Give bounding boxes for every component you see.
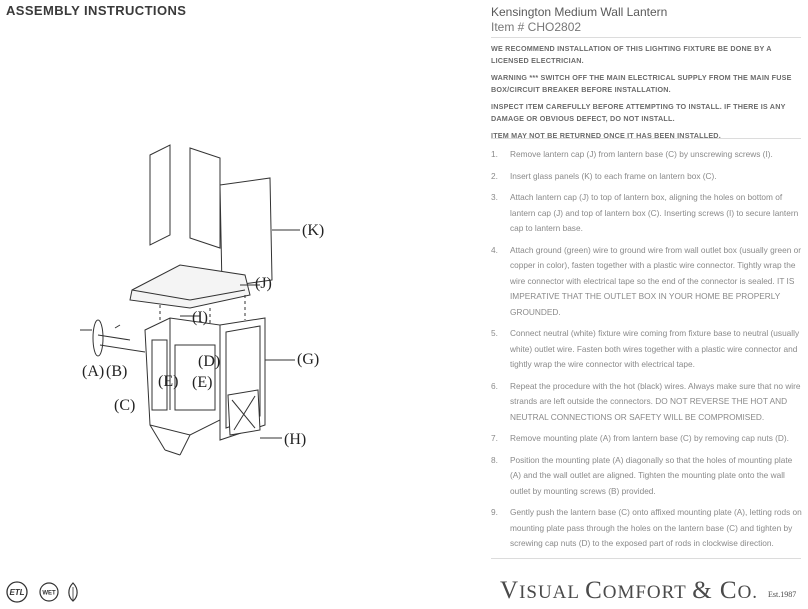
label-k: (K) — [302, 222, 324, 239]
step-number: 2. — [491, 170, 498, 181]
label-h: (H) — [284, 431, 306, 448]
label-a: (A) — [82, 363, 104, 380]
step-number: 4. — [491, 244, 498, 255]
label-d: (D) — [198, 353, 220, 370]
certification-marks: ETL WET — [6, 581, 80, 603]
step-text: Position the mounting plate (A) diagonal… — [510, 454, 793, 496]
divider — [491, 558, 801, 559]
wet-text: WET — [42, 591, 56, 597]
step-number: 5. — [491, 328, 498, 338]
step-text: Insert glass panels (K) to each frame on… — [510, 170, 717, 181]
product-name: Kensington Medium Wall Lantern — [491, 5, 668, 19]
step-number: 3. — [491, 192, 498, 202]
energy-leaf-icon — [68, 582, 78, 602]
warning-text: WE RECOMMEND INSTALLATION OF THIS LIGHTI… — [491, 44, 772, 65]
list-item: 7. Remove mounting plate (A) from lanter… — [491, 431, 803, 447]
glass-panel — [189, 147, 221, 249]
list-item: 5. Connect neutral (white) fixture wire … — [491, 326, 803, 373]
instruction-steps: 1. Remove lantern cap (J) from lantern b… — [491, 147, 803, 558]
lantern-cap — [129, 264, 251, 309]
step-text: Attach ground (green) wire to ground wir… — [510, 244, 801, 317]
step-number: 6. — [491, 380, 498, 391]
step-text: Attach lantern cap (J) to top of lantern… — [510, 192, 799, 233]
list-item: 9. Gently push the lantern base (C) onto… — [491, 505, 803, 552]
list-item: 8. Position the mounting plate (A) diago… — [491, 453, 803, 500]
item-number: Item # CHO2802 — [491, 20, 582, 34]
step-text: Repeat the procedure with the hot (black… — [510, 380, 801, 422]
divider — [491, 37, 801, 38]
step-number: 7. — [491, 433, 498, 443]
label-c: (C) — [114, 397, 135, 414]
list-item: 6. Repeat the procedure with the hot (bl… — [491, 379, 803, 426]
diagram-svg: (K) (J) (I) (G) (D) (A) (B) (E) (E) (C) … — [80, 144, 324, 456]
list-item: 2. Insert glass panels (K) to each frame… — [491, 169, 803, 185]
step-number: 9. — [491, 507, 498, 517]
mounting-plate — [92, 319, 104, 357]
step-number: 8. — [491, 454, 498, 465]
step-number: 1. — [491, 149, 498, 159]
divider — [491, 138, 801, 139]
step-text: Remove mounting plate (A) from lantern b… — [510, 433, 789, 443]
label-b: (B) — [106, 363, 127, 380]
etl-text: ETL — [9, 588, 24, 597]
spare-glass-panel — [227, 389, 261, 436]
warning-text: INSPECT ITEM CAREFULLY BEFORE ATTEMPTING… — [491, 102, 786, 123]
brand-logo: VISUAL COMFORT & CO. — [500, 577, 759, 604]
glass-panel — [219, 177, 273, 288]
label-j: (J) — [255, 275, 272, 292]
list-item: 4. Attach ground (green) wire to ground … — [491, 243, 803, 321]
step-text: Gently push the lantern base (C) onto af… — [510, 507, 802, 548]
step-text: Remove lantern cap (J) from lantern base… — [510, 149, 773, 159]
exploded-assembly-diagram: (K) (J) (I) (G) (D) (A) (B) (E) (E) (C) … — [60, 140, 350, 490]
label-e: (E) — [158, 373, 178, 390]
warning-list: WE RECOMMEND INSTALLATION OF THIS LIGHTI… — [491, 43, 801, 148]
label-i: (I) — [192, 309, 208, 326]
list-item: 3. Attach lantern cap (J) to top of lant… — [491, 190, 803, 237]
wet-location-icon: WET — [39, 582, 59, 602]
warning-text: ITEM MAY NOT BE RETURNED ONCE IT HAS BEE… — [491, 131, 721, 140]
etl-listed-icon: ETL — [6, 581, 28, 603]
page-title: ASSEMBLY INSTRUCTIONS — [6, 3, 187, 18]
brand-established: Est.1987 — [768, 590, 797, 599]
warning-text: WARNING *** SWITCH OFF THE MAIN ELECTRIC… — [491, 73, 792, 94]
list-item: 1. Remove lantern cap (J) from lantern b… — [491, 147, 803, 163]
step-text: Connect neutral (white) fixture wire com… — [510, 328, 800, 369]
label-e-2: (E) — [192, 374, 212, 391]
label-g: (G) — [297, 351, 319, 368]
glass-panel — [149, 144, 171, 246]
